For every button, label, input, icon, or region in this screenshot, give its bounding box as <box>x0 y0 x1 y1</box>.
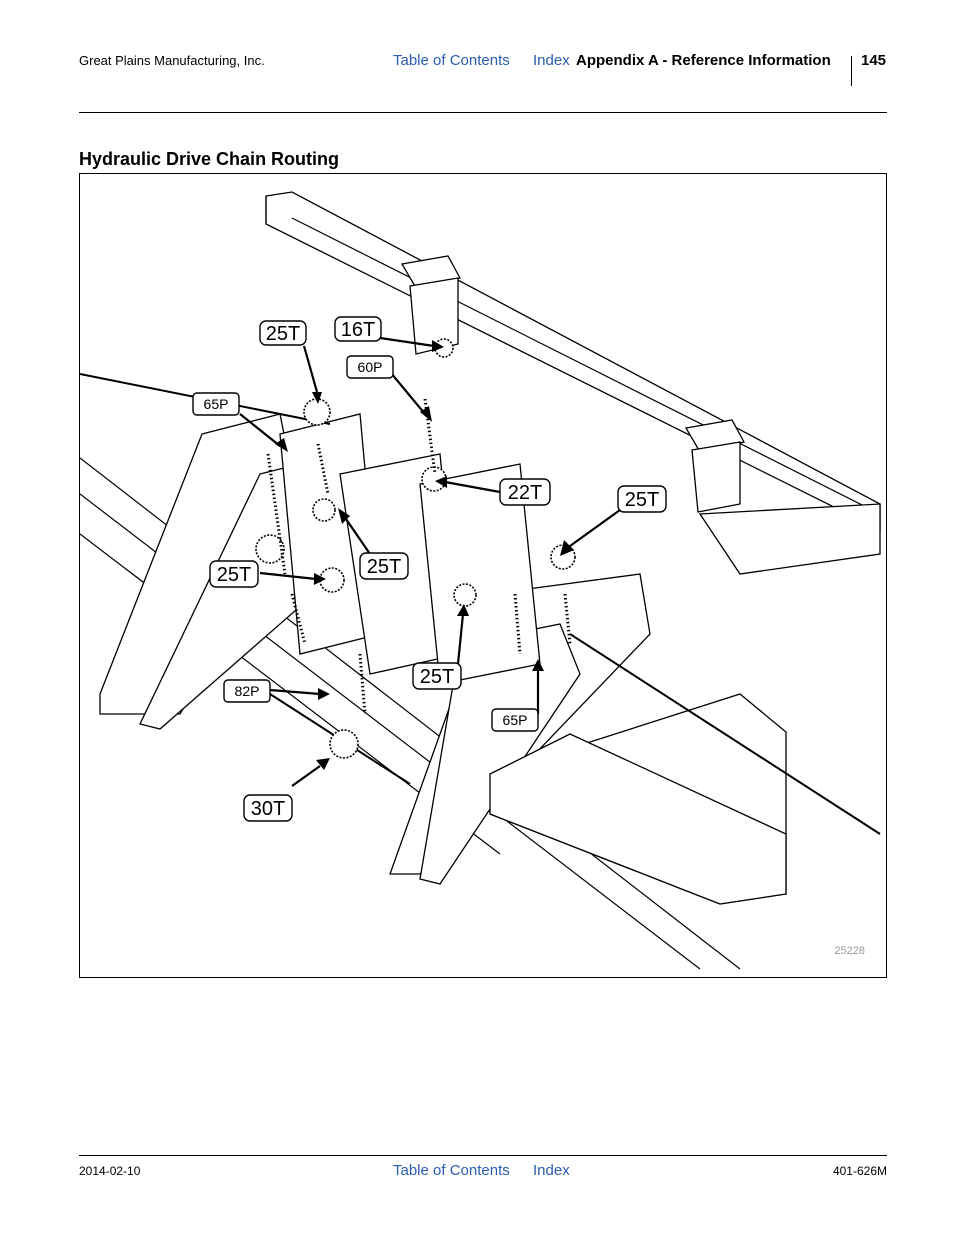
page-number: 145 <box>861 52 887 69</box>
callout-60p: 60P <box>346 355 394 379</box>
footer-rule <box>79 1155 887 1156</box>
footer-toc-link[interactable]: Table of Contents <box>393 1162 510 1179</box>
svg-text:22T: 22T <box>508 482 542 504</box>
center-plates <box>279 413 541 685</box>
sprockets <box>255 338 576 759</box>
callout-25t-c: 25T <box>359 552 409 580</box>
figure-number: 25228 <box>834 945 865 957</box>
header-divider <box>851 56 852 86</box>
footer-index-link[interactable]: Index <box>533 1162 570 1179</box>
svg-text:30T: 30T <box>251 798 285 820</box>
svg-text:25T: 25T <box>266 323 300 345</box>
callout-25t-a: 25T <box>259 320 307 346</box>
svg-text:25T: 25T <box>420 666 454 688</box>
header-index-link[interactable]: Index <box>533 52 570 69</box>
callout-65p-b: 65P <box>491 708 539 732</box>
callout-22t: 22T <box>499 478 551 506</box>
callout-25t-e: 25T <box>412 662 462 690</box>
top-frame-beam <box>265 191 881 532</box>
svg-text:65P: 65P <box>204 396 229 412</box>
footer-doc-number: 401-626M <box>832 1164 887 1178</box>
roller-tube <box>489 733 787 905</box>
company-name: Great Plains Manufacturing, Inc. <box>79 53 265 68</box>
footer-date: 2014-02-10 <box>79 1164 141 1178</box>
svg-text:65P: 65P <box>503 712 528 728</box>
chain-routing-figure: 25T 16T 60P 65P 22T 25T 25T 25T 25T 82P … <box>79 173 887 978</box>
svg-text:25T: 25T <box>625 489 659 511</box>
svg-text:16T: 16T <box>341 319 375 341</box>
callout-65p-a: 65P <box>192 392 240 416</box>
callout-25t-d: 25T <box>209 560 259 588</box>
section-heading: Appendix A - Reference Information <box>576 52 831 69</box>
svg-text:25T: 25T <box>217 564 251 586</box>
header-rule <box>79 112 887 113</box>
callout-16t: 16T <box>334 316 382 342</box>
page-title: Hydraulic Drive Chain Routing <box>79 149 340 169</box>
header-toc-link[interactable]: Table of Contents <box>393 52 510 69</box>
callout-82p: 82P <box>223 679 271 703</box>
leader-arrows <box>239 336 621 787</box>
svg-text:60P: 60P <box>358 359 383 375</box>
callout-30t: 30T <box>243 794 293 822</box>
chain-routing-diagram: 25T 16T 60P 65P 22T 25T 25T 25T 25T 82P … <box>80 191 881 970</box>
callout-25t-b: 25T <box>617 485 667 513</box>
svg-text:82P: 82P <box>235 683 260 699</box>
svg-text:25T: 25T <box>367 556 401 578</box>
